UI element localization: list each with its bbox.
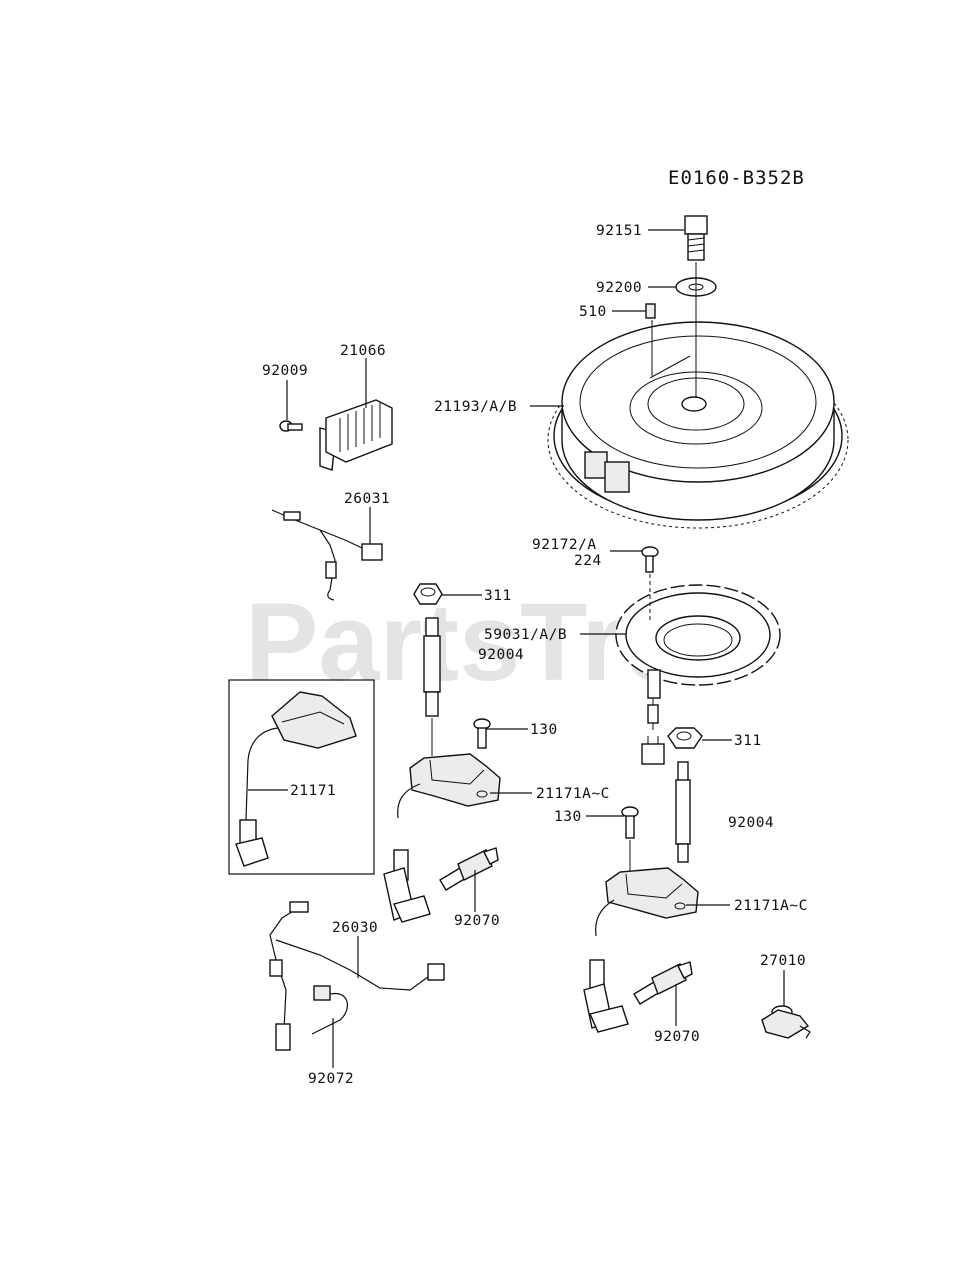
screw-92172[interactable] — [641, 546, 659, 573]
diagram-code: E0160-B352B — [668, 167, 805, 189]
label-21193: 21193/A/B — [434, 399, 517, 415]
oil-switch-27010[interactable] — [761, 1005, 811, 1039]
label-59031: 59031/A/B — [484, 627, 567, 643]
flywheel-21193[interactable] — [547, 321, 849, 529]
stud-92004-right[interactable] — [675, 761, 691, 863]
label-26030: 26030 — [332, 920, 378, 936]
spark-plug-92070-right[interactable] — [633, 961, 693, 1005]
nut-311-right[interactable] — [667, 727, 703, 749]
screw-130-lower[interactable] — [621, 806, 639, 839]
key-510[interactable] — [645, 303, 656, 319]
label-130-lower: 130 — [554, 809, 582, 825]
label-21171: 21171 — [290, 783, 336, 799]
screw-130-upper[interactable] — [473, 718, 491, 749]
inset-box-21171 — [228, 679, 375, 875]
label-92072: 92072 — [308, 1071, 354, 1087]
harness-26030[interactable] — [269, 901, 445, 1051]
label-92172: 92172/A — [532, 537, 597, 553]
label-311-right: 311 — [734, 733, 762, 749]
ignition-coil-21171[interactable] — [235, 691, 357, 867]
label-130-upper: 130 — [530, 722, 558, 738]
stator-59031[interactable] — [615, 584, 781, 765]
label-92070-right: 92070 — [654, 1029, 700, 1045]
bolt-92151[interactable] — [684, 215, 708, 261]
clamp-92072[interactable] — [311, 985, 348, 1035]
screw-92009[interactable] — [279, 420, 303, 432]
ignition-coil-21171ac-right[interactable] — [583, 867, 699, 1033]
label-21066: 21066 — [340, 343, 386, 359]
label-224: 224 — [574, 553, 602, 569]
label-92009: 92009 — [262, 363, 308, 379]
label-311-left: 311 — [484, 588, 512, 604]
label-92004-left: 92004 — [478, 647, 524, 663]
ignition-coil-21171ac-left[interactable] — [383, 753, 501, 923]
harness-26031[interactable] — [271, 509, 383, 601]
label-26031: 26031 — [344, 491, 390, 507]
label-21171ac-left: 21171A~C — [536, 786, 610, 802]
nut-311-left[interactable] — [413, 583, 443, 605]
label-27010: 27010 — [760, 953, 806, 969]
regulator-21066[interactable] — [319, 399, 393, 471]
label-92070-left: 92070 — [454, 913, 500, 929]
label-21171ac-right: 21171A~C — [734, 898, 808, 914]
label-92200: 92200 — [596, 280, 642, 296]
label-510: 510 — [579, 304, 607, 320]
stud-92004-left[interactable] — [423, 617, 441, 717]
label-92151: 92151 — [596, 223, 642, 239]
spark-plug-92070-left[interactable] — [439, 847, 499, 891]
label-92004-right: 92004 — [728, 815, 774, 831]
